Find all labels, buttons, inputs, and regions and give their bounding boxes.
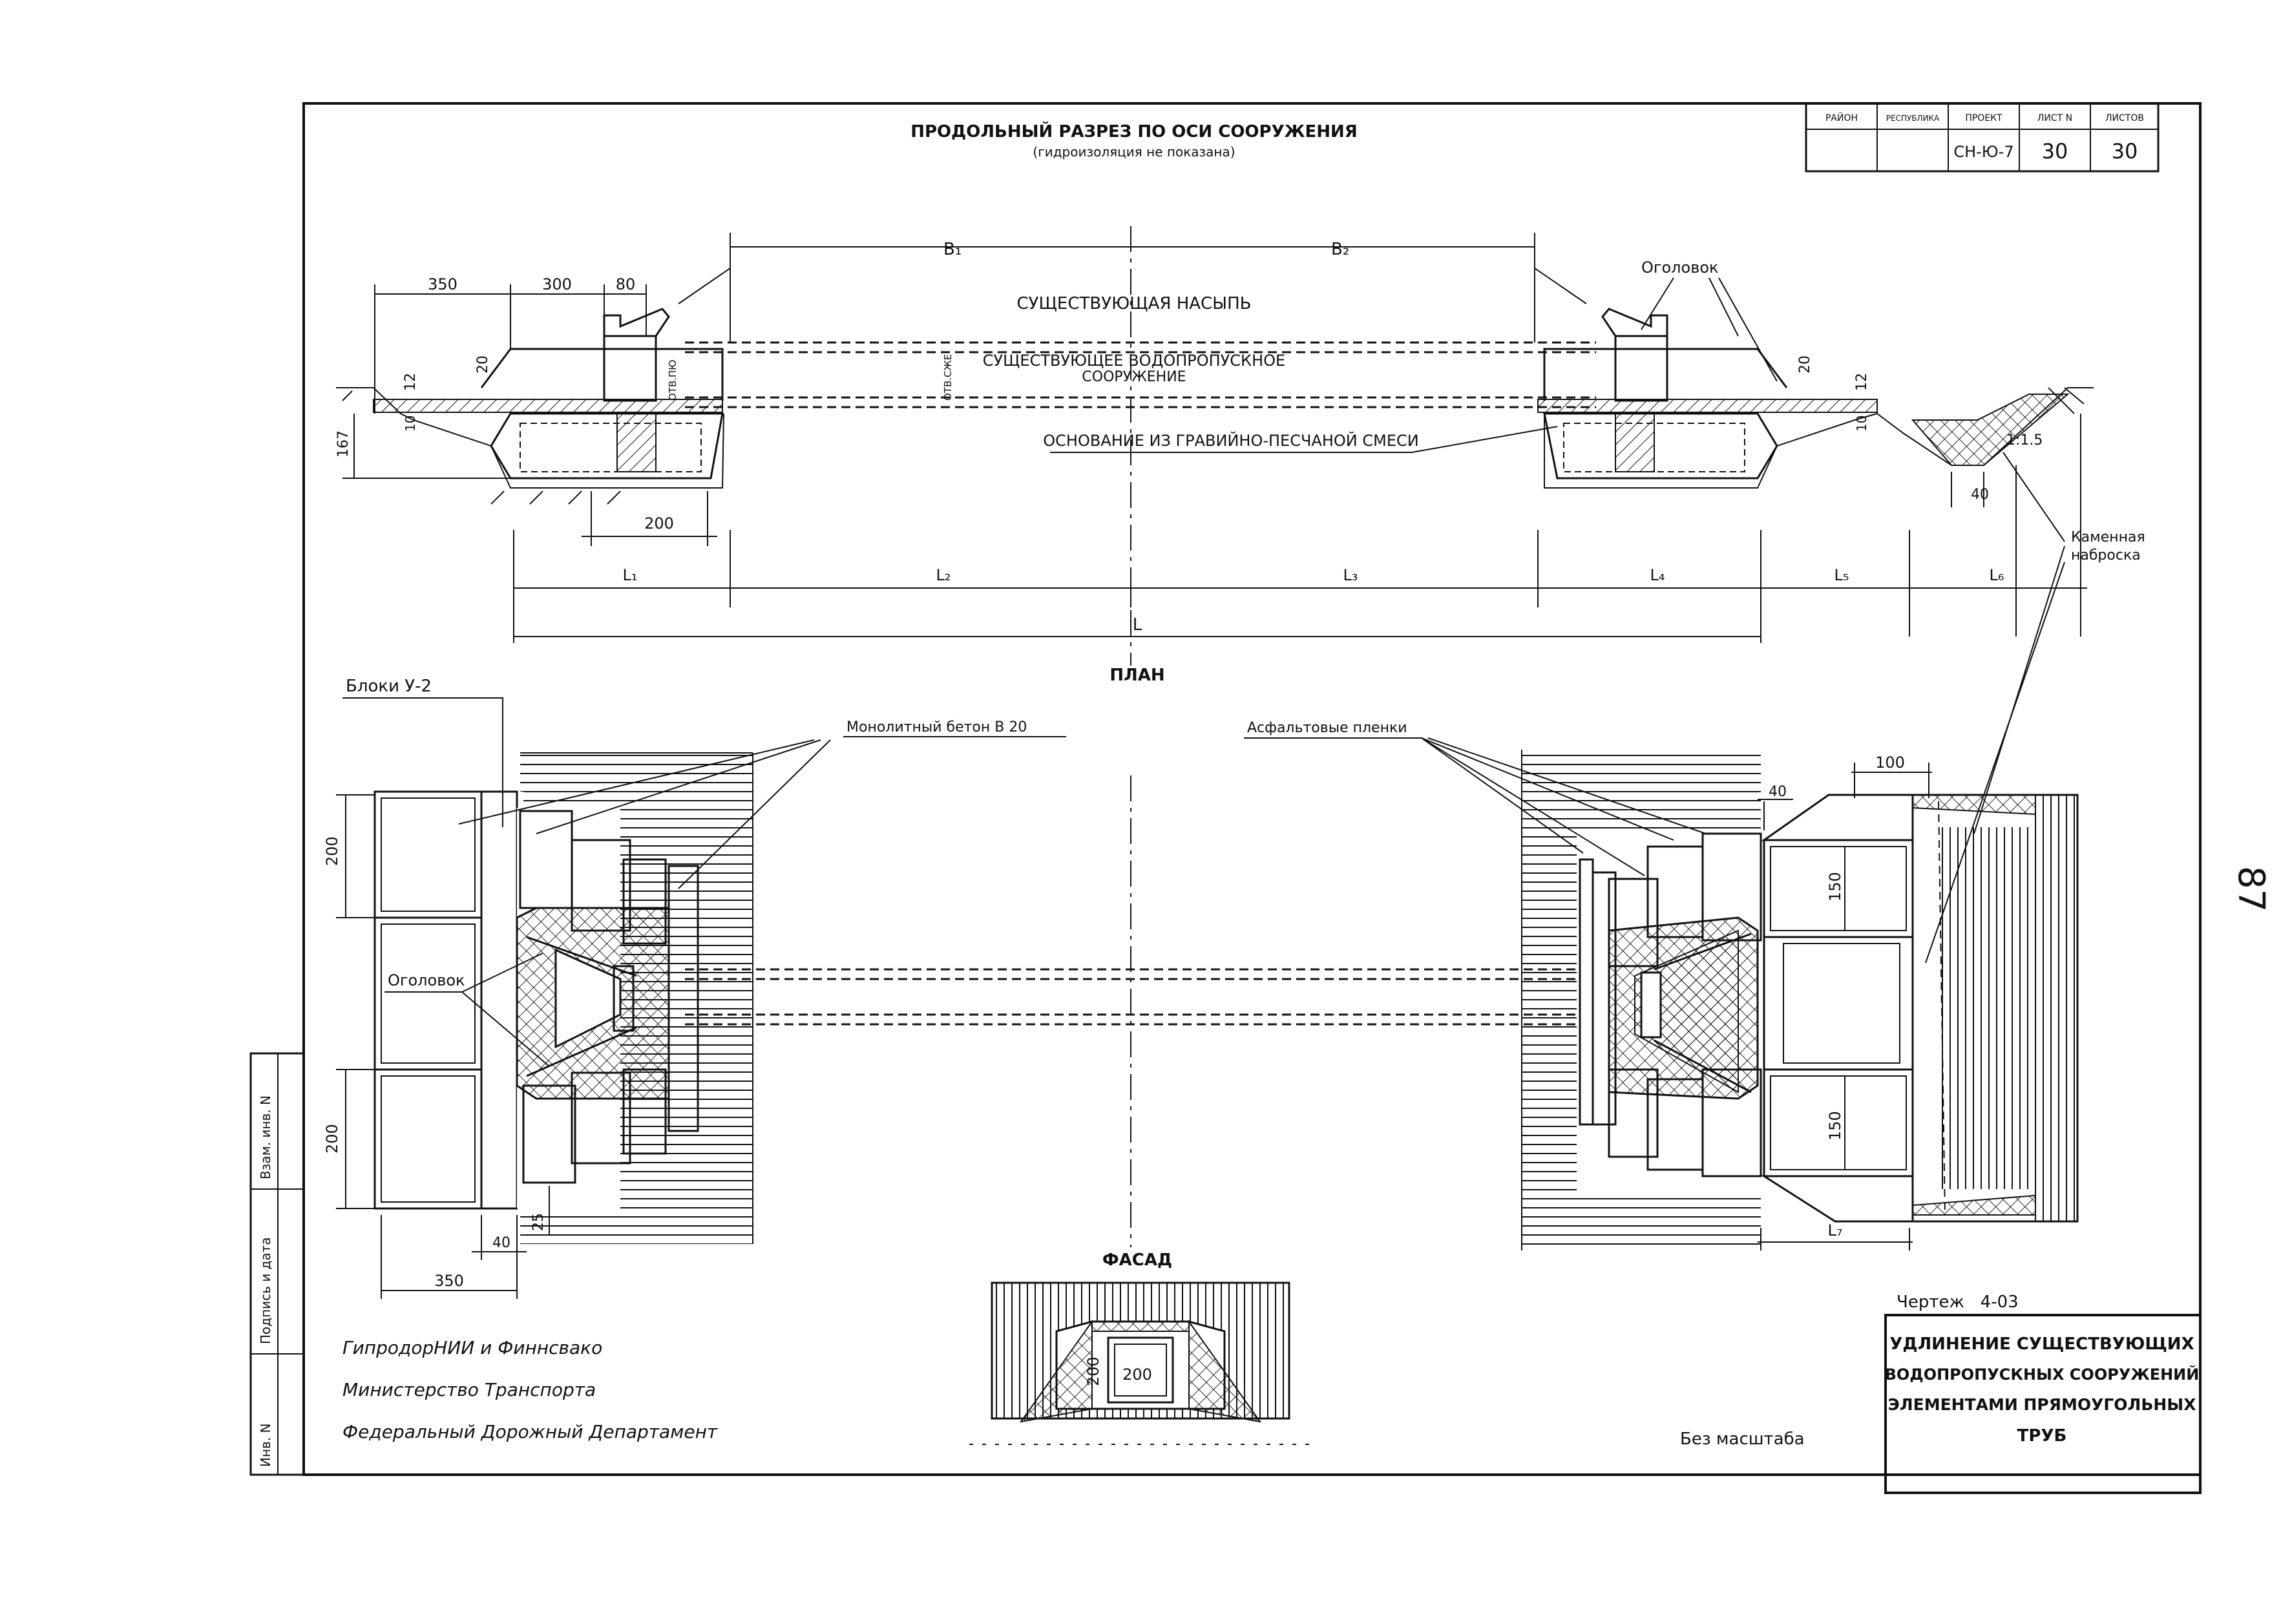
main-title-line-2: ВОДОПРОПУСКНЫХ СООРУЖЕНИЙ xyxy=(1885,1365,2200,1384)
section-subtitle: (гидроизоляция не показана) xyxy=(1033,144,1235,160)
left-extension-section: ОТВ.ПЮ 350 300 80 20 12 10 167 xyxy=(335,275,724,546)
tb-value-project: СН-Ю-7 xyxy=(1953,143,2013,161)
right-extension-plan: Асфальтовые пленки 40 100 150 150 L₇ xyxy=(1244,720,2079,1250)
dim-350-section: 350 xyxy=(428,275,457,293)
scale-note: Без масштаба xyxy=(1680,1429,1805,1449)
dim-10-left: 10 xyxy=(403,416,418,432)
segment-l5: L₅ xyxy=(1834,566,1849,584)
dim-20-right: 20 xyxy=(1797,355,1813,374)
dim-40-plan-right: 40 xyxy=(1769,784,1787,800)
dim-100-plan: 100 xyxy=(1875,754,1905,772)
label-base: ОСНОВАНИЕ ИЗ ГРАВИЙНО-ПЕСЧАНОЙ СМЕСИ xyxy=(1043,431,1418,450)
drawing-number: Чертеж 4-03 xyxy=(1897,1292,2019,1312)
stamp-signature-date: Подпись и дата xyxy=(258,1237,273,1344)
dim-b1: B₁ xyxy=(943,240,962,259)
dim-slope: 1:1.5 xyxy=(2006,432,2043,448)
dim-200-plan-top: 200 xyxy=(323,836,341,866)
main-title-line-3: ЭЛЕМЕНТАМИ ПРЯМОУГОЛЬНЫХ xyxy=(1888,1395,2196,1414)
org-line-1: ГипродорНИИ и Финнсвако xyxy=(342,1337,602,1358)
facade-title: ФАСАД xyxy=(1102,1250,1172,1270)
label-existing-culvert-line1: СУЩЕСТВУЮЩЕЕ ВОДОПРОПУСКНОЕ xyxy=(983,352,1285,370)
dim-20-left: 20 xyxy=(475,355,491,374)
dim-150-plan-top: 150 xyxy=(1826,872,1844,902)
dim-80-section: 80 xyxy=(616,275,636,293)
dim-b2: B₂ xyxy=(1331,240,1349,259)
facade-view: 200 200 xyxy=(969,1281,1312,1445)
stamp-inv: Инв. N xyxy=(258,1424,273,1468)
org-line-2: Министерство Транспорта xyxy=(342,1379,596,1400)
sheet-frame xyxy=(302,102,2202,1476)
label-blocks: Блоки У-2 xyxy=(346,677,432,696)
dim-200-section: 200 xyxy=(644,514,674,533)
facade-dim-height: 200 xyxy=(1084,1356,1102,1386)
label-existing-embankment: СУЩЕСТВУЮЩАЯ НАСЫПЬ xyxy=(1016,294,1251,313)
dim-350-plan: 350 xyxy=(434,1272,464,1290)
plan-view: Блоки У-2 Монолитный бетон В 20 Оголовок… xyxy=(323,677,2079,1299)
label-headwall-plan: Оголовок xyxy=(388,971,465,989)
tb-header-1: РАЙОН xyxy=(1825,112,1858,123)
segment-l2: L₂ xyxy=(936,566,951,584)
tb-header-5: ЛИСТОВ xyxy=(2105,113,2144,123)
label-asphalt: Асфальтовые пленки xyxy=(1247,720,1407,736)
dim-40-plan-left: 40 xyxy=(492,1235,510,1251)
tb-header-3: ПРОЕКТ xyxy=(1965,113,2002,123)
section-title: ПРОДОЛЬНЫЙ РАЗРЕЗ ПО ОСИ СООРУЖЕНИЯ xyxy=(910,121,1358,142)
label-headwall-section: Оголовок xyxy=(1641,258,1719,277)
length-dimension-chain: L₁ L₂ L₃ L₄ L₅ L₆ L xyxy=(513,530,2087,643)
org-line-3: Федеральный Дорожный Департамент xyxy=(342,1421,718,1442)
label-existing-culvert-line2: СООРУЖЕНИЕ xyxy=(1082,369,1186,385)
tb-header-2: РЕСПУБЛИКА xyxy=(1886,114,1940,123)
longitudinal-section: B₁ B₂ СУЩЕСТВУЮЩАЯ НАСЫПЬ СУЩЕСТВУЮЩЕЕ В… xyxy=(335,226,2145,964)
dim-200-plan-bottom: 200 xyxy=(323,1124,341,1154)
side-stamp: Взам. инв. N Подпись и дата Инв. N xyxy=(249,1052,305,1476)
dim-167: 167 xyxy=(335,430,352,458)
facade-dim-width: 200 xyxy=(1122,1366,1152,1384)
dim-l7: L₇ xyxy=(1828,1221,1843,1239)
dim-300-section: 300 xyxy=(542,275,572,293)
dim-150-plan-bottom: 150 xyxy=(1826,1111,1844,1141)
dim-40-section: 40 xyxy=(1971,487,1989,503)
label-ot2: ОТВ.СЖЕ xyxy=(942,354,954,401)
label-riprap-line1: Каменная xyxy=(2071,529,2145,545)
main-title-line-1: УДЛИНЕНИЕ СУЩЕСТВУЮЩИХ xyxy=(1889,1334,2194,1354)
dim-25-plan: 25 xyxy=(531,1213,547,1231)
stamp-replace-inv: Взам. инв. N xyxy=(258,1095,273,1179)
label-ot1: ОТВ.ПЮ xyxy=(667,359,678,401)
main-title-block: УДЛИНЕНИЕ СУЩЕСТВУЮЩИХ ВОДОПРОПУСКНЫХ СО… xyxy=(1884,1314,2202,1494)
tb-value-sheet: 30 xyxy=(2042,139,2068,163)
dim-10-right: 10 xyxy=(1854,416,1869,432)
dim-12-left: 12 xyxy=(403,373,419,391)
dim-12-right: 12 xyxy=(1854,373,1870,391)
label-riprap-line2: наброска xyxy=(2071,547,2141,564)
tb-header-4: ЛИСТ N xyxy=(2037,113,2072,123)
title-block-top: РАЙОН РЕСПУБЛИКА ПРОЕКТ ЛИСТ N ЛИСТОВ СН… xyxy=(1805,102,2160,173)
segment-l6: L₆ xyxy=(1990,566,2004,584)
left-extension-plan: Блоки У-2 Монолитный бетон В 20 Оголовок… xyxy=(323,677,1066,1299)
tb-value-sheets: 30 xyxy=(2112,139,2138,163)
segment-l4: L₄ xyxy=(1650,566,1665,584)
total-length: L xyxy=(1133,615,1142,635)
main-title-line-4: ТРУБ xyxy=(2017,1426,2067,1446)
plan-title: ПЛАН xyxy=(1109,666,1164,685)
segment-l3: L₃ xyxy=(1343,566,1358,584)
right-extension-section: Оголовок 1:1.5 20 12 10 40 Каменная набр… xyxy=(1537,258,2145,964)
label-concrete-left: Монолитный бетон В 20 xyxy=(846,719,1027,735)
segment-l1: L₁ xyxy=(623,566,638,584)
page-number: 87 xyxy=(2230,866,2272,912)
